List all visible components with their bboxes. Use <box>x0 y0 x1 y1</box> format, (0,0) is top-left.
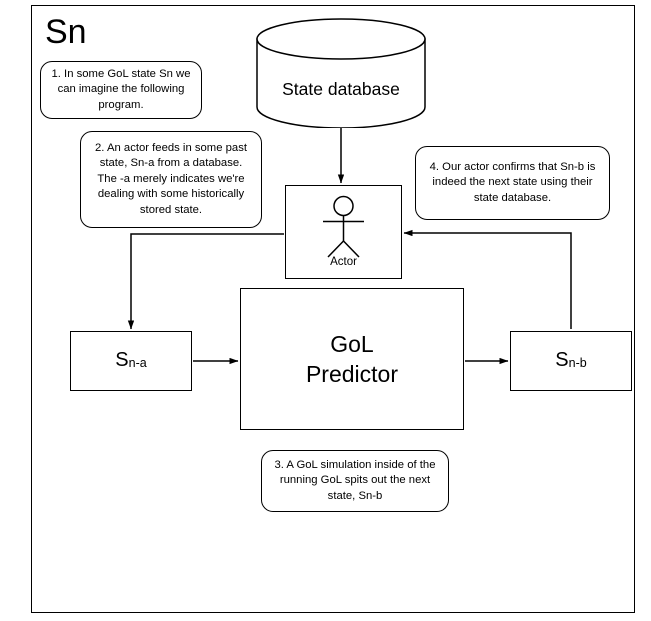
state-database-cylinder <box>256 18 426 128</box>
state-database-label: State database <box>282 79 400 99</box>
state-output-subscript: n-b <box>568 356 587 370</box>
state-output-label: Sn-b <box>555 348 586 374</box>
state-output-box[interactable]: Sn-b <box>510 331 632 391</box>
state-input-box[interactable]: Sn-a <box>70 331 192 391</box>
gol-predictor-label-line2: Predictor <box>305 361 399 387</box>
state-output-base: S <box>555 349 569 371</box>
gol-predictor-label-line1: GoL <box>330 331 374 357</box>
callout-note-4-text: 4. Our actor confirms that Sn-b is indee… <box>429 160 596 204</box>
callout-note-2-text: 2. An actor feeds in some past state, Sn… <box>95 141 247 216</box>
state-input-label: Sn-a <box>115 348 146 374</box>
callout-note-4[interactable]: 4. Our actor confirms that Sn-b is indee… <box>415 146 610 220</box>
callout-note-3[interactable]: 3. A GoL simulation inside of the runnin… <box>261 450 449 512</box>
state-input-base: S <box>115 349 129 371</box>
callout-note-1-text: 1. In some GoL state Sn we can imagine t… <box>51 67 191 111</box>
callout-note-1[interactable]: 1. In some GoL state Sn we can imagine t… <box>40 61 202 119</box>
gol-predictor-label: GoL Predictor <box>306 329 398 389</box>
state-input-subscript: n-a <box>128 356 147 370</box>
actor-caption: Actor <box>330 256 357 268</box>
gol-predictor-box[interactable]: GoL Predictor <box>240 288 464 430</box>
page-title: Sn <box>45 13 87 51</box>
callout-note-3-text: 3. A GoL simulation inside of the runnin… <box>274 458 436 502</box>
callout-note-2[interactable]: 2. An actor feeds in some past state, Sn… <box>80 131 262 228</box>
